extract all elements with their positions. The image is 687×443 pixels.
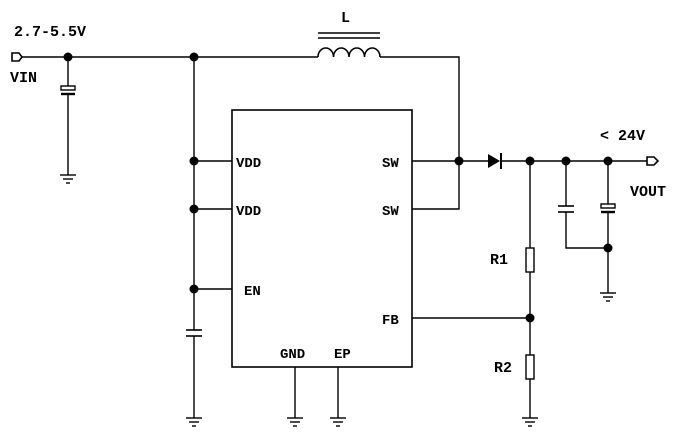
- bypass-capacitor: [186, 329, 202, 418]
- ground-symbol: [186, 417, 202, 427]
- junction-dot: [189, 284, 199, 294]
- r1-label: R1: [490, 252, 508, 269]
- vout-limit-label: < 24V: [600, 128, 645, 145]
- inductor-to-sw-wire: [380, 56, 460, 161]
- junction-dot: [454, 156, 464, 166]
- junction-dot: [189, 204, 199, 214]
- resistor-r1: [525, 247, 535, 273]
- pin-ep: EP: [334, 347, 351, 363]
- vin-terminal: [11, 52, 23, 62]
- schottky-diode: [488, 153, 502, 169]
- pin-vdd-1: VDD: [236, 156, 261, 172]
- pin-sw-2: SW: [382, 204, 399, 220]
- inductor: [317, 32, 381, 58]
- pin-gnd: GND: [280, 347, 305, 363]
- ground-symbol: [60, 174, 76, 184]
- junction-dot: [189, 156, 199, 166]
- output-polarized-capacitor: [600, 161, 616, 293]
- input-capacitor: [60, 57, 76, 175]
- sw2-wire: [412, 161, 460, 210]
- resistor-r2: [525, 354, 535, 380]
- ground-symbol: [600, 292, 616, 302]
- pin-vdd-2: VDD: [236, 204, 261, 220]
- pin-en: EN: [244, 284, 261, 300]
- ground-symbol: [522, 417, 538, 427]
- ground-symbol: [287, 417, 303, 427]
- pin-fb: FB: [382, 313, 399, 329]
- vin-label: VIN: [10, 70, 37, 87]
- ground-symbol: [330, 417, 346, 427]
- r2-label: R2: [494, 360, 512, 377]
- vout-terminal: [646, 156, 660, 166]
- inductor-label: L: [341, 10, 350, 27]
- vin-range-label: 2.7-5.5V: [14, 24, 86, 41]
- pin-sw-1: SW: [382, 156, 399, 172]
- junction-dot: [525, 313, 535, 323]
- junction-dot: [603, 243, 613, 253]
- vout-label: VOUT: [630, 184, 666, 201]
- ic-chip: [231, 109, 413, 368]
- output-capacitor: [558, 161, 608, 249]
